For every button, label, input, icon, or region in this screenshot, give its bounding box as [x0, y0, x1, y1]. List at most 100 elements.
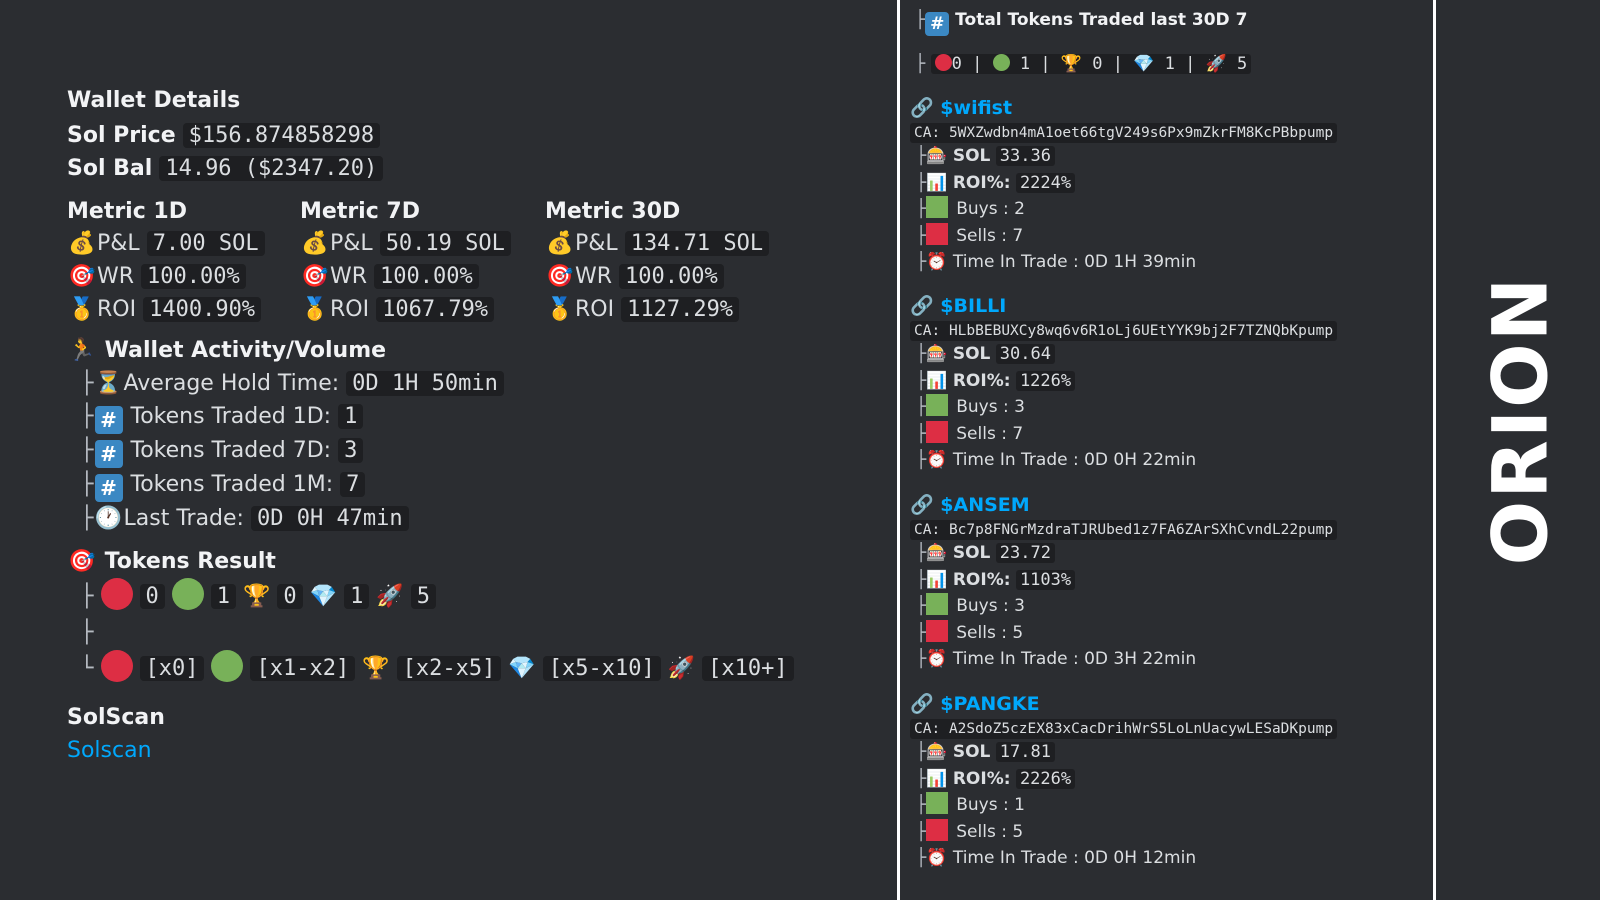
green-square-icon: [926, 394, 949, 416]
tokens-panel: ├# Total Tokens Traded last 30D 7 ├ 0 | …: [905, 0, 1430, 900]
buys-text: Buys : 2: [956, 199, 1025, 219]
link-icon: 🔗: [910, 693, 934, 715]
sol-value: 23.72: [995, 543, 1055, 563]
roi-label: ROI: [330, 297, 370, 322]
red-square-icon: [926, 222, 949, 245]
hash-icon: #: [925, 12, 950, 36]
gem-icon: 💎: [1133, 54, 1155, 74]
traded-7d-row: ├# Tokens Traded 7D: 3: [67, 434, 857, 468]
wr-label: WR: [97, 264, 135, 289]
alarm-clock-icon: ⏰: [926, 450, 948, 470]
link-icon: 🔗: [910, 295, 934, 317]
token-card: 🔗 $wifist CA: 5WXZwdbn4mA1oet66tgV249s6P…: [910, 96, 1425, 276]
sells-text: Sells : 7: [956, 423, 1024, 444]
gem-icon: 💎: [508, 656, 536, 681]
results-spacer: ├: [67, 616, 857, 649]
hourglass-icon: ⏳: [94, 371, 123, 396]
sol-price-value: $156.874858298: [182, 123, 381, 148]
results-legend: └ [x0] [x1-x2] 🏆 [x2-x5] 💎 [x5-x10] 🚀 [x…: [67, 649, 857, 689]
token-name-link[interactable]: $ANSEM: [940, 494, 1030, 516]
medal-icon: 🥇: [301, 297, 329, 322]
tree-branch: ├: [67, 371, 94, 396]
green-circle-icon: [211, 650, 244, 682]
wallet-details-title: Wallet Details: [67, 88, 241, 113]
tree-branch: ├: [67, 472, 94, 497]
green-square-icon: [926, 792, 949, 814]
rocket-icon: 🚀: [376, 584, 404, 609]
metric-title: Metric 1D: [67, 199, 187, 224]
traded-1m-label: Tokens Traded 1M:: [130, 472, 334, 497]
roi-value: 2224%: [1015, 172, 1076, 193]
avg-hold-value: 0D 1H 50min: [346, 371, 504, 396]
token-name-link[interactable]: $PANGKE: [940, 693, 1040, 715]
token-name-link[interactable]: $wifist: [940, 97, 1013, 119]
hash-icon: #: [94, 440, 123, 468]
activity-title: Wallet Activity/Volume: [104, 338, 387, 363]
sells-text: Sells : 5: [956, 821, 1024, 842]
summary-red: 0: [951, 54, 962, 74]
wr-value: 100.00%: [374, 264, 479, 289]
pnl-value: 7.00 SOL: [146, 231, 265, 256]
red-square-icon: [926, 818, 949, 841]
target-icon: 🎯: [68, 264, 96, 289]
summary-trophy: 0: [1092, 54, 1103, 74]
contract-address[interactable]: CA: 5WXZwdbn4mA1oet66tgV249s6Px9mZkrFM8K…: [910, 123, 1338, 143]
alarm-clock-icon: ⏰: [926, 649, 948, 669]
sol-value: 30.64: [995, 344, 1055, 364]
metrics-section: Metric 1D 💰P&L 7.00 SOL 🎯WR 100.00% 🥇ROI…: [67, 199, 857, 326]
sol-label: SOL: [952, 742, 991, 762]
ca-label: CA:: [914, 721, 941, 737]
wr-label: WR: [330, 264, 368, 289]
results-title: Tokens Result: [104, 549, 276, 574]
metric-30d: Metric 30D 💰P&L 134.71 SOL 🎯WR 100.00% 🥇…: [545, 199, 770, 326]
ca-value: HLbBEBUXCy8wq6v6R1oLj6UEtYYK9bj2F7TZNQbK…: [948, 323, 1334, 339]
green-square-icon: [926, 196, 949, 218]
wr-value: 100.00%: [619, 264, 724, 289]
tokens-summary: ├ 0 | 1 | 🏆 0 | 💎 1 | 🚀 5: [915, 54, 1252, 74]
green-circle-icon: [171, 578, 204, 610]
tree-branch: ├: [67, 620, 94, 645]
ca-label: CA:: [914, 323, 941, 339]
metric-title: Metric 30D: [545, 199, 681, 224]
solscan-link[interactable]: Solscan: [67, 738, 152, 763]
token-card: 🔗 $PANGKE CA: A2SdoZ5czEX83xCacDrihWrS5L…: [910, 692, 1425, 872]
traded-1d-label: Tokens Traded 1D:: [130, 404, 332, 429]
traded-7d-value: 3: [338, 438, 364, 463]
sol-bal-value: 14.96 ($2347.20): [159, 156, 384, 181]
token-name-link[interactable]: $BILLI: [940, 295, 1007, 317]
sol-bal-label: Sol Bal: [67, 156, 153, 181]
bars-icon: 🎰: [926, 742, 948, 762]
legend-gem: [x5-x10]: [542, 656, 661, 681]
traded-1m-row: ├# Tokens Traded 1M: 7: [67, 468, 857, 502]
contract-address[interactable]: CA: Bc7p8FNGrMzdraTJRUbed1z7FA6ZArSXhCvn…: [910, 520, 1338, 540]
trophy-icon: 🏆: [1060, 54, 1083, 74]
time-in-trade: Time In Trade : 0D 0H 22min: [952, 450, 1197, 470]
alarm-clock-icon: ⏰: [926, 848, 948, 868]
metric-1d: Metric 1D 💰P&L 7.00 SOL 🎯WR 100.00% 🥇ROI…: [67, 199, 300, 326]
sells-text: Sells : 5: [956, 622, 1024, 643]
traded-7d-label: Tokens Traded 7D:: [130, 438, 332, 463]
red-circle-icon: [934, 54, 952, 71]
wr-label: WR: [575, 264, 613, 289]
trophy-icon: 🏆: [362, 656, 390, 681]
sol-value: 33.36: [995, 146, 1055, 166]
tree-branch: ├: [67, 584, 94, 609]
contract-address[interactable]: CA: HLbBEBUXCy8wq6v6R1oLj6UEtYYK9bj2F7TZ…: [910, 321, 1338, 341]
red-count: 0: [139, 584, 165, 609]
runner-icon: 🏃: [68, 338, 96, 363]
roi-label: ROI%:: [952, 172, 1011, 193]
avg-hold-label: Average Hold Time:: [123, 371, 340, 396]
contract-address[interactable]: CA: A2SdoZ5czEX83xCacDrihWrS5LoLnUacywLE…: [910, 719, 1338, 739]
traded-1m-value: 7: [340, 472, 366, 497]
legend-red: [x0]: [139, 656, 205, 681]
target-icon: 🎯: [546, 264, 574, 289]
metric-7d: Metric 7D 💰P&L 50.19 SOL 🎯WR 100.00% 🥇RO…: [300, 199, 545, 326]
medal-icon: 🥇: [68, 297, 96, 322]
traded-1d-row: ├# Tokens Traded 1D: 1: [67, 400, 857, 434]
red-square-icon: [926, 619, 949, 642]
brand-logo: ORION: [1470, 270, 1570, 570]
buys-text: Buys : 3: [956, 596, 1025, 616]
tokens-total-count: 7: [1235, 10, 1248, 30]
legend-rocket: [x10+]: [702, 656, 794, 681]
ca-label: CA:: [914, 522, 941, 538]
